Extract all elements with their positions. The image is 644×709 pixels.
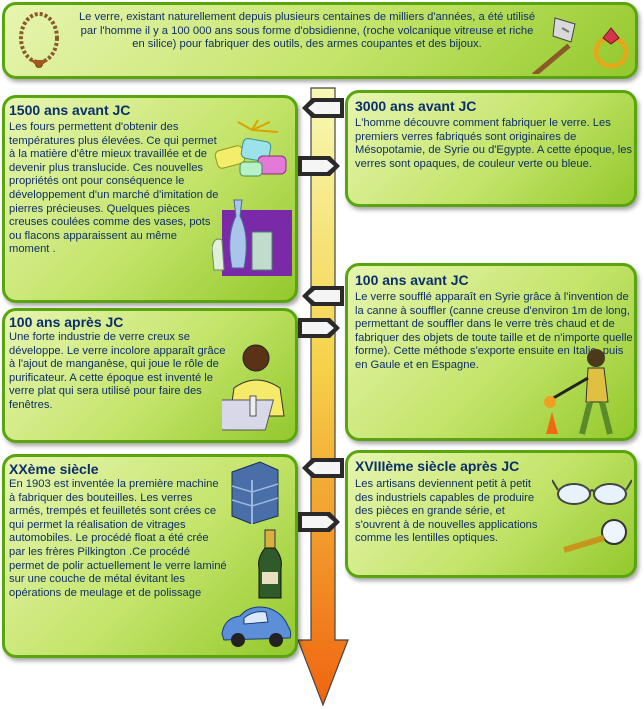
event-text: L'homme découvre comment fabriquer le ve… xyxy=(355,117,633,170)
intro-text: Le verre, existant naturellement depuis … xyxy=(78,11,536,51)
event-title: 100 ans avant JC xyxy=(355,272,469,288)
glassworker-icon xyxy=(222,344,285,431)
signpost-icon xyxy=(298,156,340,176)
event-title: XVIIIème siècle après JC xyxy=(355,458,520,474)
event-title: 100 ans après JC xyxy=(9,314,124,330)
signpost-icon xyxy=(298,318,340,338)
necklace-icon xyxy=(19,12,59,68)
signpost-icon xyxy=(302,286,344,306)
gems-icon xyxy=(214,119,287,177)
signpost-icon xyxy=(302,98,344,118)
magnifier-icon xyxy=(563,519,627,553)
car-icon xyxy=(221,606,292,647)
signpost-icon xyxy=(298,512,340,532)
intro-box xyxy=(2,2,638,79)
vases-icon xyxy=(212,199,292,276)
event-title: XXème siècle xyxy=(9,461,99,477)
signpost-icon xyxy=(302,458,344,478)
event-title: 1500 ans avant JC xyxy=(9,102,131,118)
event-text: En 1903 est inventée la première machine… xyxy=(9,478,227,599)
glassblower-icon xyxy=(544,349,613,435)
event-text: Les fours permettent d'obtenir des tempé… xyxy=(9,121,219,256)
event-box-xviiieme xyxy=(345,450,637,578)
axe-icon xyxy=(532,17,576,74)
event-text: Les artisans deviennent petit à petit de… xyxy=(355,478,538,545)
building-icon xyxy=(231,461,279,524)
bottle-icon xyxy=(258,529,282,599)
event-text: Le verre soufflé apparaît en Syrie grâce… xyxy=(355,291,633,371)
event-box-3000-avant xyxy=(345,90,637,207)
event-title: 3000 ans avant JC xyxy=(355,98,477,114)
ring-icon xyxy=(593,27,629,69)
event-text: Une forte industrie de verre creux se dé… xyxy=(9,331,226,411)
glasses-icon xyxy=(552,479,632,505)
